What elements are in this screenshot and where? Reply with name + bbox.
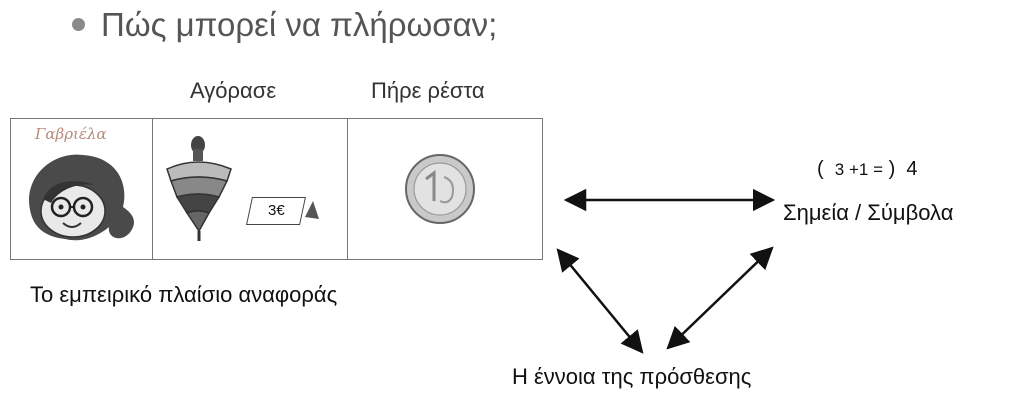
person-name: Γαβριέλα [35,125,107,143]
price-tag-text: 3€ [267,202,285,219]
column-header-change: Πήρε ρέστα [371,78,485,103]
heading-text: Πώς μπορεί να πλήρωσαν; [101,6,498,43]
equation: ( 3 +1 = ) 4 [817,158,918,181]
equation-close-paren: ) [888,158,896,180]
equation-expression: 3 +1 = [834,160,884,179]
equation-result: 4 [906,158,918,180]
purchase-cell: 3€ [153,119,348,259]
change-cell [348,119,542,259]
equation-open-paren: ( [817,158,824,180]
column-header-bought: Αγόρασε [190,78,277,103]
price-tag: 3€ [246,197,306,225]
empirical-context-label: Το εμπειρικό πλαίσιο αναφοράς [30,282,338,307]
arrow-context-concept [556,248,644,354]
scenario-table: Γαβριέλα [10,118,543,260]
concept-label: Η έννοια της πρόσθεσης [512,364,752,389]
bullet-icon [72,17,85,31]
arrow-symbols-concept [666,246,774,350]
girl-illustration-icon [29,154,134,241]
page-heading: Πώς μπορεί να πλήρωσαν; [72,6,497,44]
symbols-label: Σημεία / Σύμβολα [783,200,954,225]
euro-coin-icon [405,154,475,224]
person-cell: Γαβριέλα [11,119,153,259]
spinning-top-icon [166,136,319,241]
